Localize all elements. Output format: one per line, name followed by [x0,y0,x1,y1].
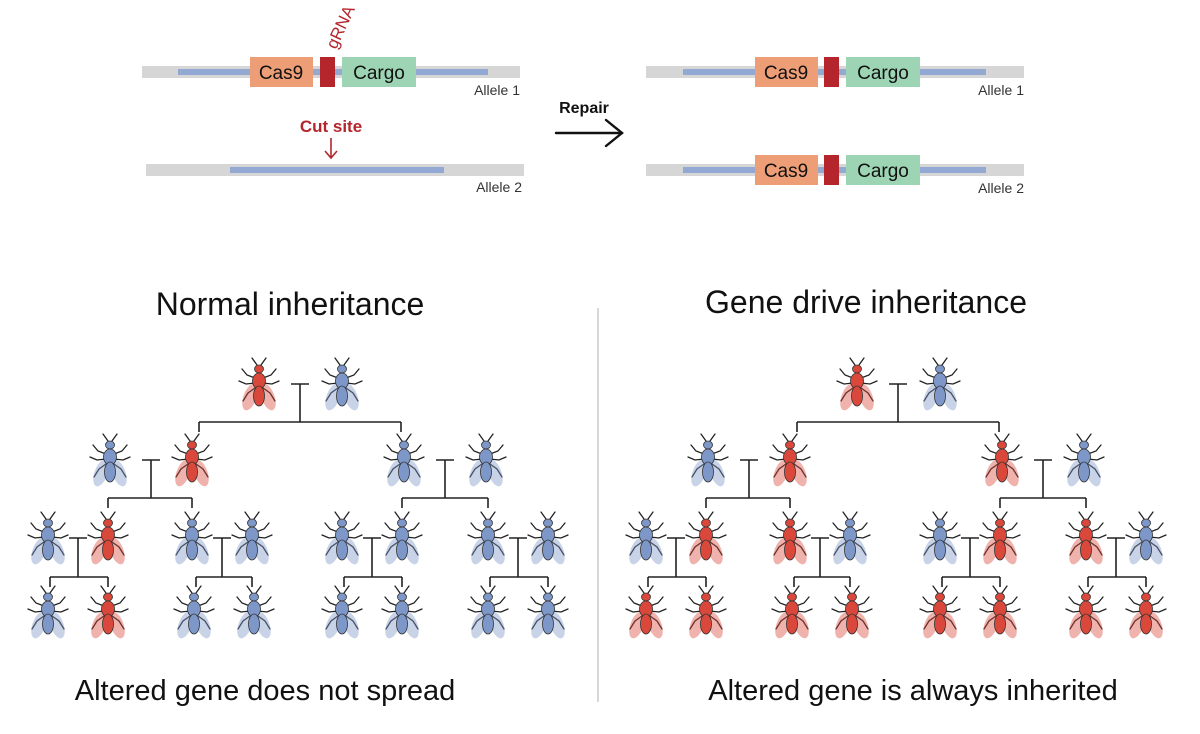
gen2-fly-7 [467,511,509,568]
parent-fly-2 [321,357,363,414]
allele-2-homology-band [230,167,444,173]
allele-2-after-label: Allele 2 [978,180,1024,196]
normal-inheritance-title: Normal inheritance [156,286,425,322]
cas9-label-after-2: Cas9 [764,161,808,182]
allele-2-label: Allele 2 [476,179,522,195]
cas9-label-after-1: Cas9 [764,63,808,84]
gen1-fly-2 [769,433,811,490]
gen2-fly-3 [769,511,811,568]
cut-site-label: Cut site [300,117,362,136]
gen1-fly-4 [465,433,507,490]
gen1-fly-3 [981,433,1023,490]
gen1-fly-1 [89,433,131,490]
gen1-fly-2 [171,433,213,490]
gen2-fly-7 [1065,511,1107,568]
mechanism-before: Cas9 Cargo gRNA Allele 1 Cut site Allele… [142,2,524,195]
gen2-fly-4 [829,511,871,568]
repair-arrow-icon [554,118,624,148]
grna-box-after-1 [824,57,839,87]
gen3-fly-8 [527,585,569,642]
gen1-fly-1 [687,433,729,490]
cargo-box-after-1 [846,57,920,87]
gen2-fly-5 [321,511,363,568]
gen3-fly-1 [27,585,69,642]
gen3-fly-8 [1125,585,1167,642]
grna-box [320,57,335,87]
gen3-fly-7 [467,585,509,642]
cas9-label: Cas9 [259,63,303,84]
cas9-box-after-2 [755,155,818,185]
gen3-fly-1 [625,585,667,642]
allele-2-after: Cas9 Cargo Allele 2 [646,155,1024,196]
gen3-fly-3 [173,585,215,642]
repair-label: Repair [559,100,609,117]
gen1-fly-3 [383,433,425,490]
gen3-fly-4 [831,585,873,642]
gene-drive-inheritance-title: Gene drive inheritance [705,284,1027,320]
cas9-box-after-1 [755,57,818,87]
gen2-fly-3 [171,511,213,568]
gen3-fly-2 [87,585,129,642]
gen2-fly-6 [979,511,1021,568]
gen2-fly-2 [87,511,129,568]
cut-site-arrow [324,138,338,160]
gen3-fly-6 [381,585,423,642]
gen1-fly-4 [1063,433,1105,490]
mechanism-after: Cas9 Cargo Allele 1 Cas9 Cargo Allele 2 [646,57,1024,196]
allele-1-after: Cas9 Cargo Allele 1 [646,57,1024,98]
cas9-box [250,57,313,87]
parent-fly-1 [238,357,280,414]
gen2-fly-1 [27,511,69,568]
gen2-fly-8 [1125,511,1167,568]
gen3-fly-6 [979,585,1021,642]
allele-2-before: Cut site Allele 2 [146,117,524,195]
normal-caption: Altered gene does not spread [75,675,456,707]
gen2-fly-8 [527,511,569,568]
allele-1-before: Cas9 Cargo gRNA Allele 1 [142,2,520,98]
cargo-box-after-2 [846,155,920,185]
repair-arrow-group: Repair [554,100,624,148]
allele-1-after-label: Allele 1 [978,82,1024,98]
cargo-label-after-1: Cargo [857,63,909,84]
cargo-label: Cargo [353,63,405,84]
gen3-fly-4 [233,585,275,642]
gen2-fly-1 [625,511,667,568]
cargo-box [342,57,416,87]
gen3-fly-3 [771,585,813,642]
parent-fly-2 [919,357,961,414]
grna-box-after-2 [824,155,839,185]
gen2-fly-2 [685,511,727,568]
gen2-fly-4 [231,511,273,568]
gen3-fly-7 [1065,585,1107,642]
normal-inheritance-tree [27,357,569,642]
gen2-fly-5 [919,511,961,568]
gen3-fly-5 [321,585,363,642]
allele-1-label: Allele 1 [474,82,520,98]
gene-drive-inheritance-tree [625,357,1167,642]
drive-caption: Altered gene is always inherited [708,675,1117,707]
cargo-label-after-2: Cargo [857,161,909,182]
gen2-fly-6 [381,511,423,568]
gen3-fly-5 [919,585,961,642]
gen3-fly-2 [685,585,727,642]
parent-fly-1 [836,357,878,414]
grna-label: gRNA [322,2,359,52]
